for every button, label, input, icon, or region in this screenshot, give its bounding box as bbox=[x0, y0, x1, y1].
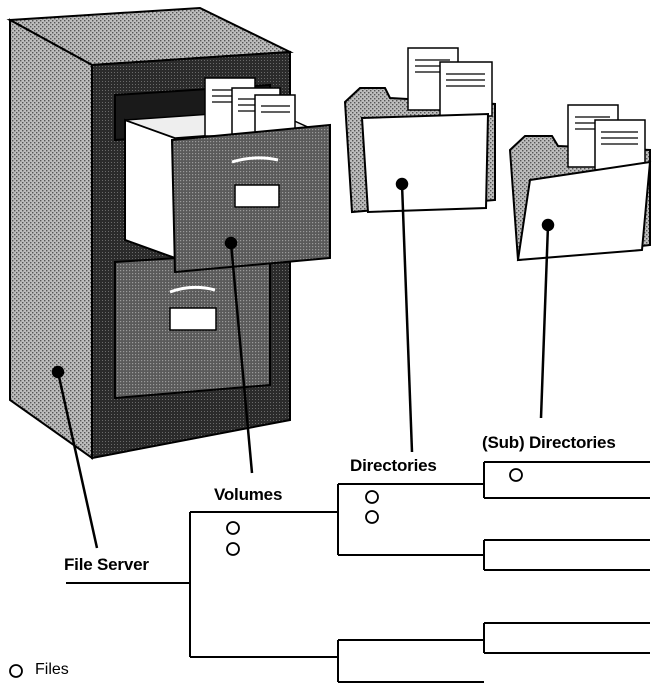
filing-cabinet-icon bbox=[10, 8, 330, 458]
file-marker bbox=[227, 522, 239, 534]
sub-directories-label: (Sub) Directories bbox=[482, 433, 616, 453]
volumes-label: Volumes bbox=[214, 485, 282, 505]
directories-label: Directories bbox=[350, 456, 437, 476]
legend-file-marker bbox=[10, 665, 22, 677]
file-marker bbox=[366, 511, 378, 523]
folder-with-documents-icon bbox=[510, 105, 650, 260]
file-server-label: File Server bbox=[64, 555, 149, 575]
file-marker bbox=[510, 469, 522, 481]
file-marker bbox=[366, 491, 378, 503]
folder-with-documents-icon bbox=[345, 48, 495, 212]
file-marker bbox=[227, 543, 239, 555]
legend-files-label: Files bbox=[35, 661, 69, 679]
hierarchy-tree bbox=[66, 462, 650, 682]
